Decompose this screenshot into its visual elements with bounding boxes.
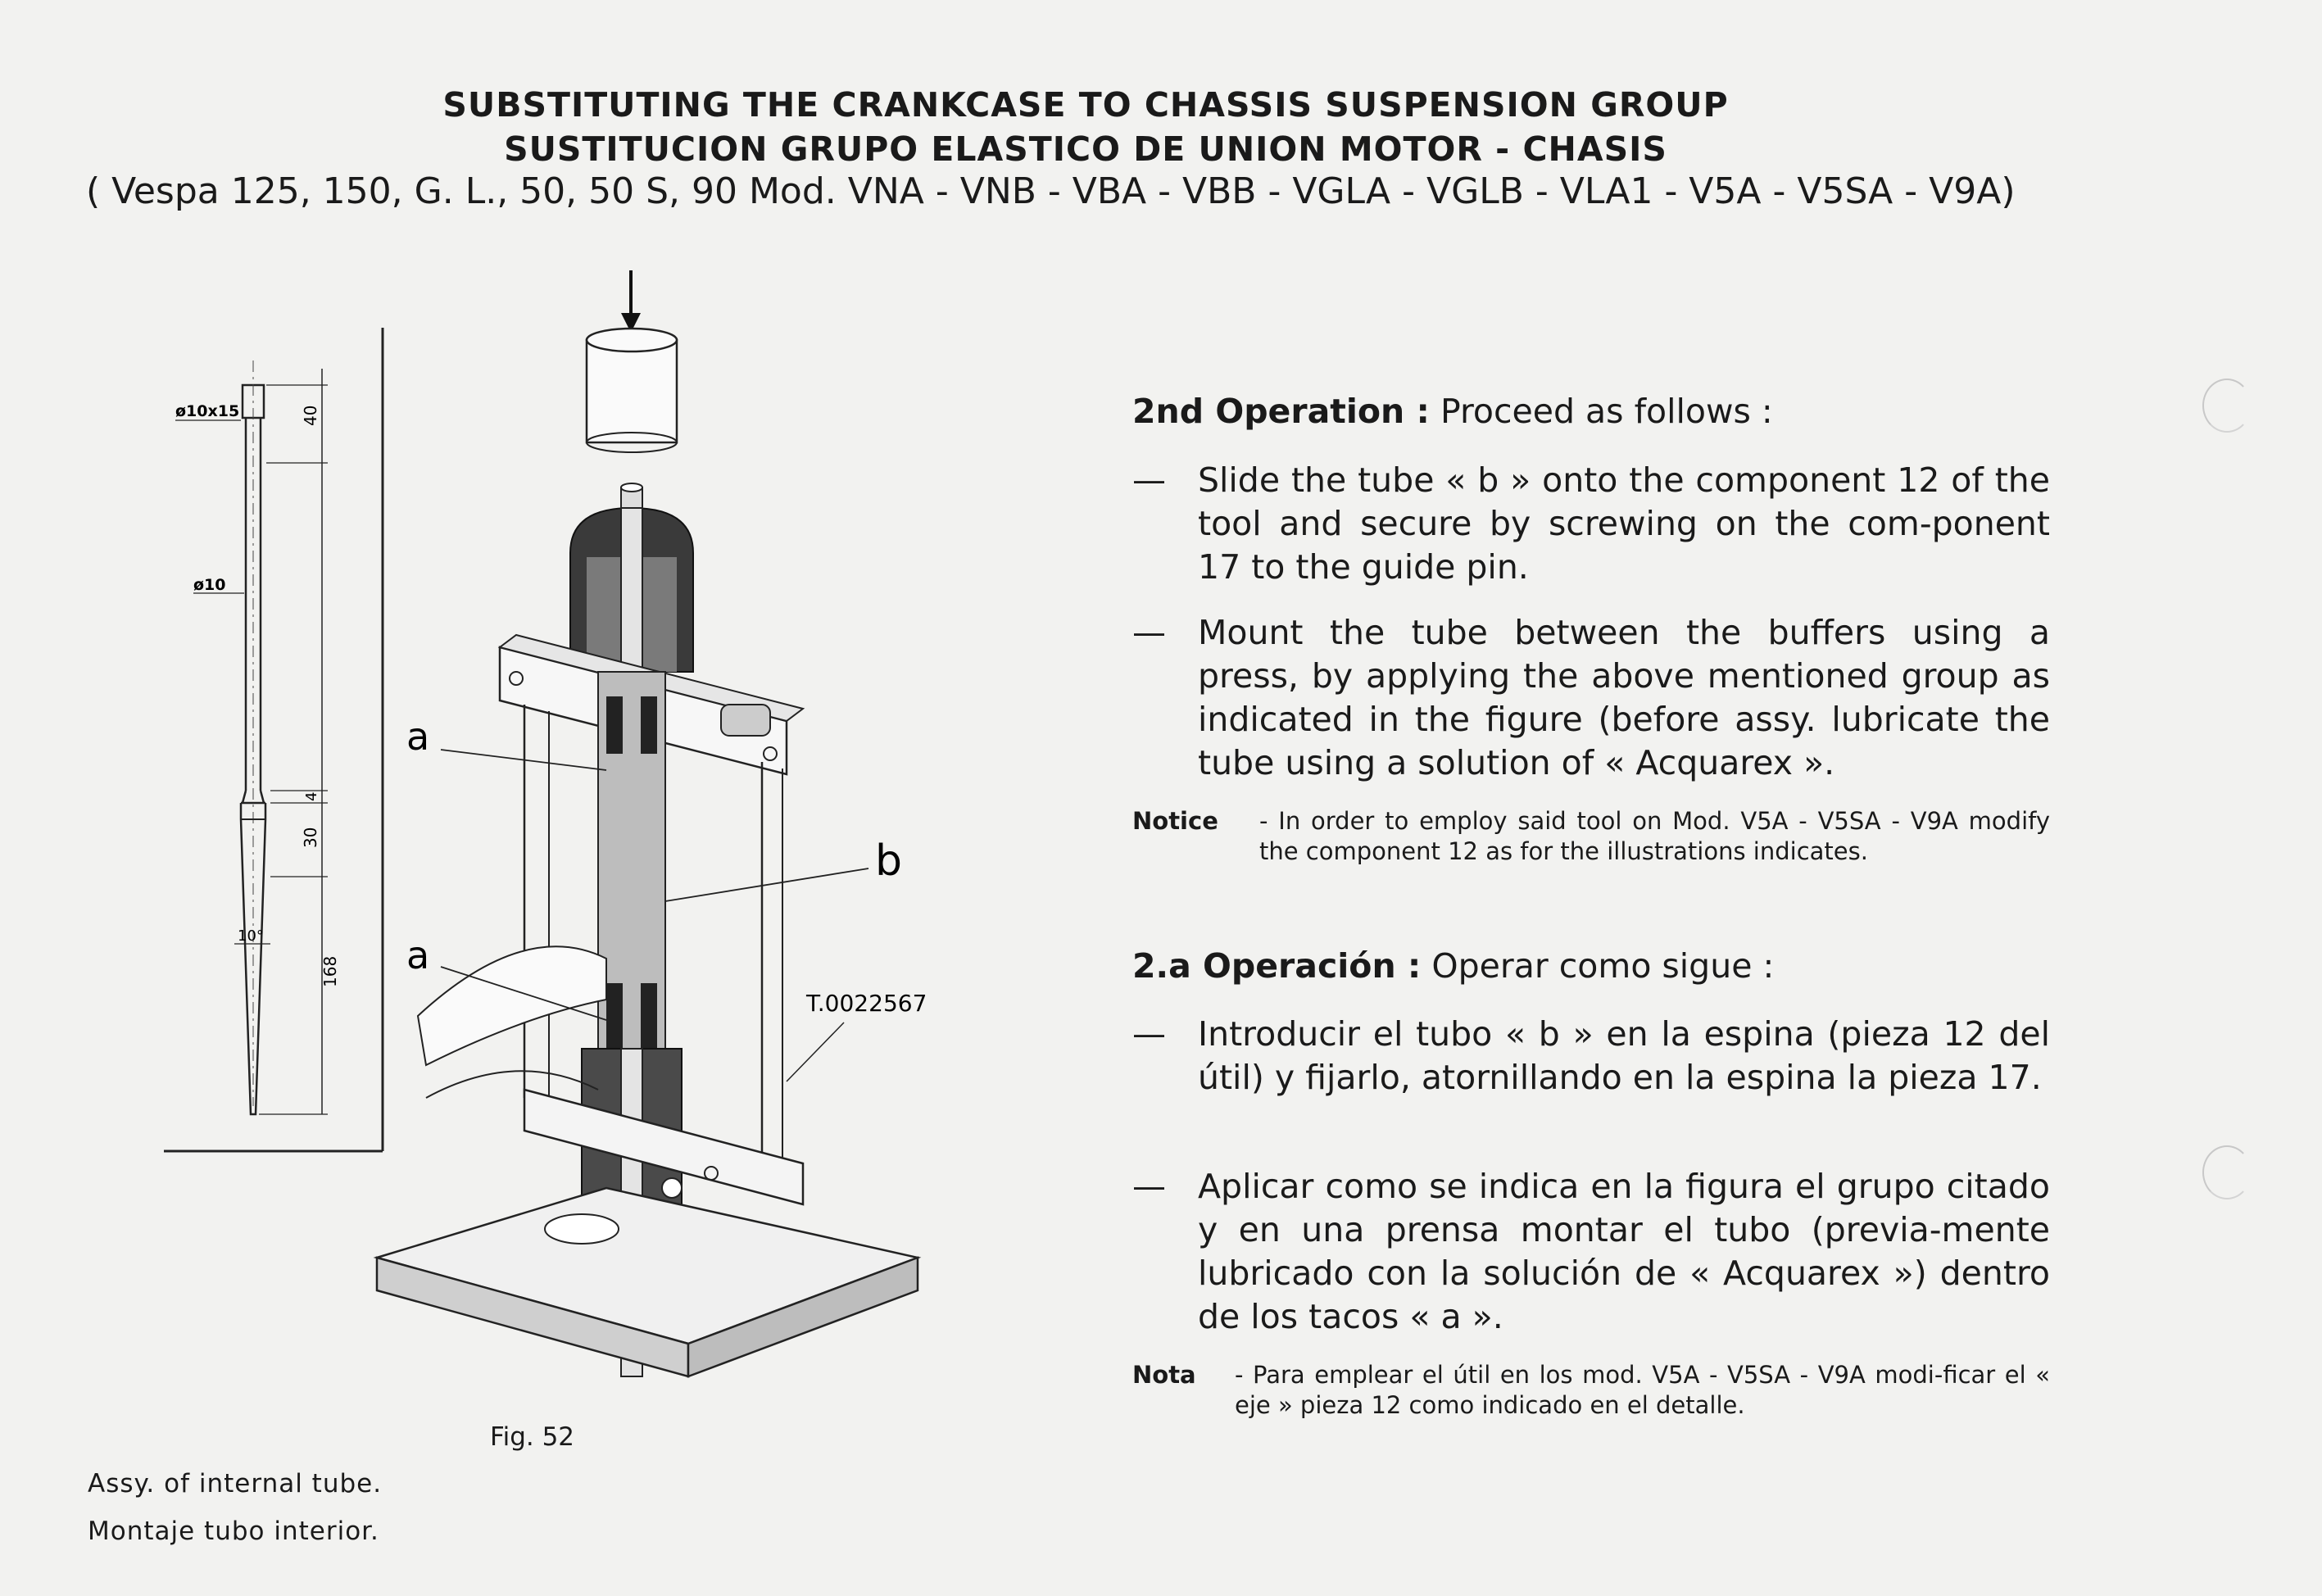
english-step-1: — Slide the tube « b » onto the componen… xyxy=(1132,459,2050,589)
dash-mark: — xyxy=(1132,1014,1166,1054)
spanish-note-label: Nota xyxy=(1132,1361,1196,1389)
english-step-1-text: Slide the tube « b » onto the component … xyxy=(1198,460,2050,587)
label-a-lower: a xyxy=(406,933,429,977)
english-step-2-text: Mount the tube between the buffers using… xyxy=(1198,613,2050,782)
label-b: b xyxy=(875,837,902,886)
caption-english: Assy. of internal tube. xyxy=(88,1469,383,1499)
part-code: T.0022567 xyxy=(805,990,927,1017)
english-notice-label: Notice xyxy=(1132,807,1218,835)
binder-hole-bottom xyxy=(2202,1145,2252,1199)
spanish-note-text: - Para emplear el útil en los mod. V5A -… xyxy=(1235,1361,2050,1419)
title-spanish: SUSTITUCION GRUPO ELASTICO DE UNION MOTO… xyxy=(504,129,1667,169)
spanish-step-2-text: Aplicar como se indica en la figura el g… xyxy=(1198,1167,2050,1336)
spanish-heading-label: 2.a Operación : xyxy=(1132,946,1422,986)
english-step-2: — Mount the tube between the buffers usi… xyxy=(1132,611,2050,785)
dash-mark: — xyxy=(1132,613,1166,652)
dim-angle: 10° xyxy=(238,927,264,945)
models-line: ( Vespa 125, 150, G. L., 50, 50 S, 90 Mo… xyxy=(86,170,2016,212)
spanish-step-2: — Aplicar como se indica en la figura el… xyxy=(1132,1165,2050,1339)
figure-number: Fig. 52 xyxy=(490,1422,575,1452)
spanish-heading-text: Operar como sigue : xyxy=(1421,946,1775,986)
dash-mark: — xyxy=(1132,460,1166,500)
title-english: SUBSTITUTING THE CRANKCASE TO CHASSIS SU… xyxy=(442,85,1729,125)
english-notice: Notice - In order to employ said tool on… xyxy=(1132,806,2050,867)
dim-168: 168 xyxy=(320,956,340,987)
tool-pin-drawing: 40 4 30 168 ø10x15 ø10 10° xyxy=(164,328,384,1153)
binder-hole-top xyxy=(2202,379,2252,433)
dim-30: 30 xyxy=(301,827,320,848)
english-heading: 2nd Operation : Proceed as follows : xyxy=(1132,392,1773,431)
english-heading-text: Proceed as follows : xyxy=(1429,392,1773,431)
dash-mark: — xyxy=(1132,1167,1166,1206)
english-notice-text: - In order to employ said tool on Mod. V… xyxy=(1259,807,2050,865)
dim-d10x15: ø10x15 xyxy=(175,402,239,420)
english-heading-label: 2nd Operation : xyxy=(1132,392,1430,431)
assembly-drawing: a a b T.0022567 xyxy=(373,270,927,1378)
dim-d10: ø10 xyxy=(193,576,226,594)
spanish-heading: 2.a Operación : Operar como sigue : xyxy=(1132,946,1774,986)
dim-4: 4 xyxy=(303,792,320,801)
spanish-note: Nota - Para emplear el útil en los mod. … xyxy=(1132,1360,2050,1421)
caption-spanish: Montaje tubo interior. xyxy=(88,1517,379,1546)
spanish-step-1: — Introducir el tubo « b » en la espina … xyxy=(1132,1013,2050,1100)
spanish-step-1-text: Introducir el tubo « b » en la espina (p… xyxy=(1198,1014,2050,1097)
label-a-upper: a xyxy=(406,714,429,759)
dim-40: 40 xyxy=(301,406,320,426)
